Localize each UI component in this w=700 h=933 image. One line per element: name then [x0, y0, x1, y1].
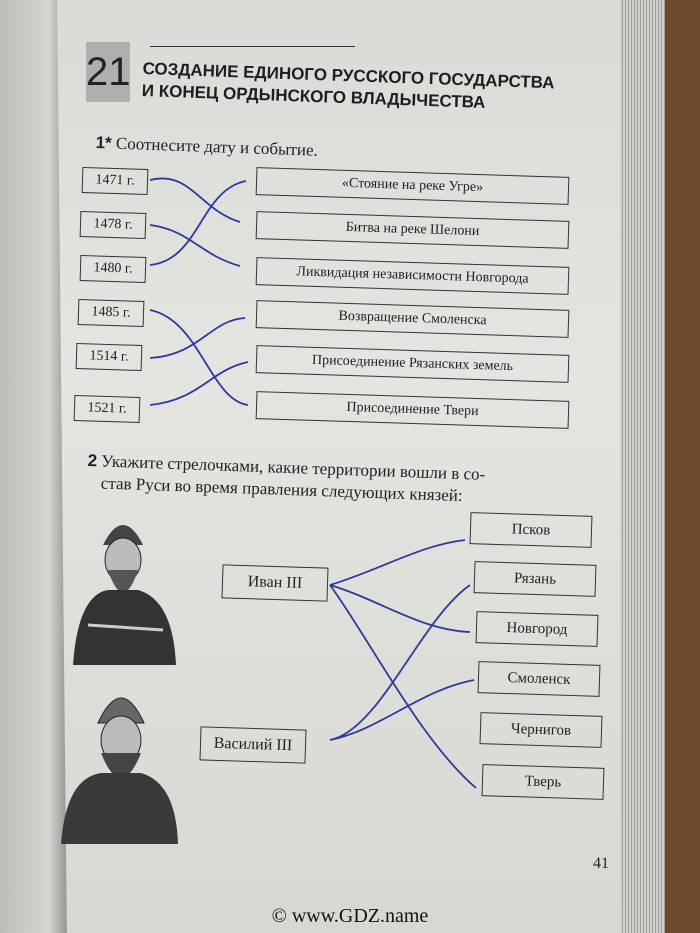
arrow-vasily-ryazan: [329, 584, 471, 741]
arrow-vasily-smolensk: [329, 679, 475, 741]
arrow-1521: [149, 361, 249, 406]
arrow-1514: [149, 317, 246, 359]
arrow-ivan-pskov: [329, 539, 466, 586]
watermark-footer: © www.GDZ.name: [271, 905, 429, 927]
arrow-1471: [149, 177, 241, 223]
arrow-1485: [149, 309, 249, 406]
page-stack-edge: [620, 0, 665, 933]
arrow-1478: [149, 224, 241, 267]
header-rule: [150, 46, 355, 47]
vasily-iii-portrait: [61, 697, 178, 844]
arrow-ivan-tver: [329, 584, 477, 789]
arrow-1480: [149, 180, 247, 266]
lesson-number: 21: [86, 42, 131, 102]
page-number: 41: [593, 855, 609, 872]
ivan-iii-portrait: [73, 525, 176, 665]
arrow-ivan-novgorod: [329, 584, 471, 633]
